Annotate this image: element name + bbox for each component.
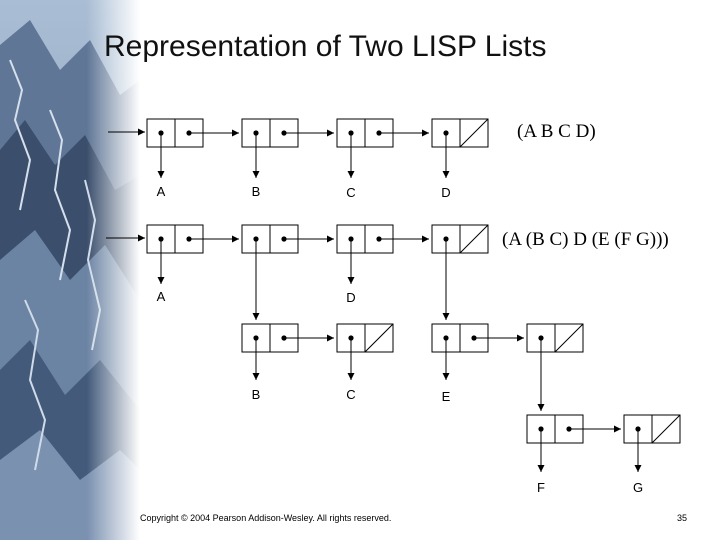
atom-label: F [537,480,545,495]
atom-label: G [633,480,643,495]
atom-label: D [441,185,450,200]
atom-label: A [157,289,166,304]
list1-node-4 [431,118,489,148]
atom-label: B [252,387,261,402]
atom-label: D [346,290,355,305]
list2-expression: (A (B C) D (E (F G))) [502,229,669,250]
list2-diagram: A D B C [106,224,681,495]
slide-title: Representation of Two LISP Lists [104,30,547,63]
nil-slash [651,414,681,444]
copyright-notice: Copyright © 2004 Pearson Addison-Wesley.… [140,513,392,523]
atom-label: E [442,389,451,404]
list2-sublist-fg-node-2 [623,414,681,444]
atom-label: C [346,387,355,402]
list2-sublist-e-node-2 [526,323,584,353]
nil-slash [459,118,489,148]
atom-label: C [346,185,355,200]
list2-node-4 [431,224,489,254]
list2-node-3 [336,224,394,254]
list2-sublist-bc-node-2 [336,323,394,353]
list1-expression: (A B C D) [517,121,596,142]
nil-slash [459,224,489,254]
atom-label: B [252,184,261,199]
page-number: 35 [677,513,688,523]
nil-slash [554,323,584,353]
list1-diagram: A B C D [108,118,489,200]
mountain-background-image [0,0,140,540]
atom-label: A [157,184,166,199]
nil-slash [364,323,394,353]
